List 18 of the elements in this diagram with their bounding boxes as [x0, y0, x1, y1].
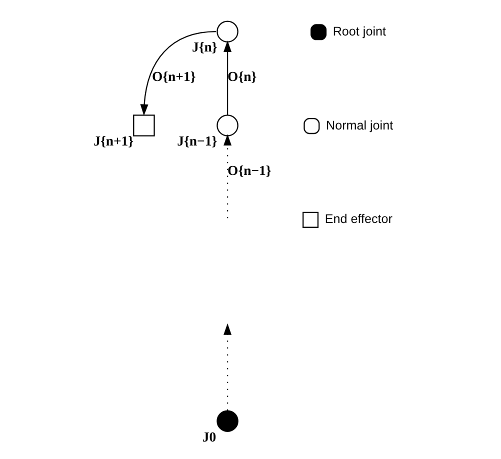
arrow [223, 134, 232, 218]
node-circle [216, 410, 238, 432]
node-label: J0 [202, 429, 216, 444]
edge-label: O{n} [227, 68, 256, 84]
edge-label: O{n−1} [227, 162, 271, 178]
legend-label: Root joint [332, 24, 386, 38]
arrow [223, 323, 232, 410]
node-label: J{n} [192, 40, 217, 55]
node-label: J{n−1} [176, 134, 217, 149]
arrow [140, 31, 216, 116]
legend-label: Normal joint [325, 118, 393, 132]
legend-label: End effector [324, 212, 392, 226]
node-box [132, 114, 154, 136]
node-circle [216, 20, 238, 42]
edge-label: O{n+1} [151, 68, 196, 84]
node-label: J{n+1} [93, 134, 134, 149]
node-circle [216, 114, 238, 136]
arrow [223, 40, 232, 115]
